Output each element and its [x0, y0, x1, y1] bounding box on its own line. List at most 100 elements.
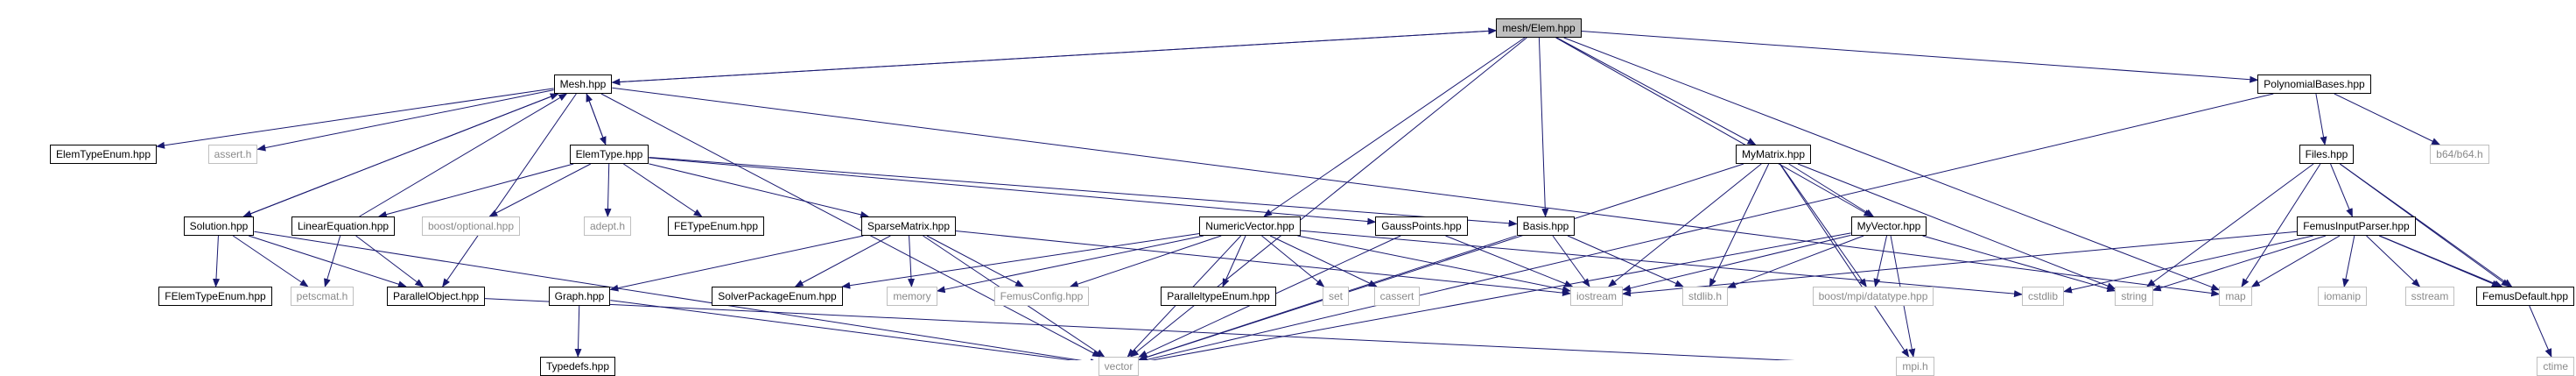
- edge-elem-to-vector: [1129, 37, 1527, 358]
- edge-femusinputparser-to-femusdefault: [2379, 235, 2503, 287]
- node-linearequation[interactable]: LinearEquation.hpp: [291, 216, 396, 236]
- edge-elemtype-to-linearequation: [377, 163, 574, 218]
- node-iomanip: iomanip: [2317, 287, 2368, 306]
- edge-solution-to-vector: [254, 231, 1099, 360]
- edge-mymatrix-to-string: [1797, 163, 2116, 289]
- node-petscmat: petscmat.h: [290, 287, 354, 306]
- edge-numericvector-to-memory: [936, 235, 1204, 294]
- edge-mymatrix-to-stdlibh: [1709, 163, 1770, 287]
- node-ctime: ctime: [2537, 357, 2574, 376]
- edge-graphhpp-to-typedefs: [574, 305, 582, 358]
- node-typedefs[interactable]: Typedefs.hpp: [539, 357, 616, 376]
- edge-graphhpp-to-vector: [610, 300, 1099, 360]
- node-mesh[interactable]: Mesh.hpp: [553, 74, 613, 94]
- edge-gausspoints-to-iostream: [1445, 235, 1574, 287]
- edge-sparsematrix-to-femusconfig: [926, 235, 1024, 287]
- node-adepth: adept.h: [583, 216, 632, 236]
- edge-numericvector-to-cassert: [1269, 235, 1378, 287]
- node-memory: memory: [887, 287, 937, 306]
- edge-numericvector-to-paralleltypeenum: [1222, 235, 1246, 287]
- edge-mesh-to-vector: [600, 93, 1101, 358]
- node-elem[interactable]: mesh/Elem.hpp: [1496, 18, 1582, 38]
- node-felemtypeenum[interactable]: FElemTypeEnum.hpp: [158, 287, 272, 306]
- node-gausspoints[interactable]: GaussPoints.hpp: [1375, 216, 1468, 236]
- edge-mymatrix-to-myvector: [1788, 163, 1875, 217]
- node-b64: b64/b64.h: [2430, 145, 2489, 164]
- node-sparsematrix[interactable]: SparseMatrix.hpp: [860, 216, 957, 236]
- edge-sparsematrix-to-iostream: [955, 231, 1571, 297]
- edge-sparsematrix-to-graphhpp: [609, 235, 864, 292]
- node-mymatrix[interactable]: MyMatrix.hpp: [1735, 145, 1812, 164]
- edge-mymatrix-to-vector: [1138, 163, 1744, 360]
- edge-femusinputparser-to-string: [2151, 235, 2327, 292]
- edge-elem-to-map: [1563, 37, 2221, 291]
- node-graphhpp[interactable]: Graph.hpp: [548, 287, 611, 306]
- edge-mesh-to-elem: [612, 27, 1498, 83]
- edge-polybases-to-vector: [1138, 93, 2274, 360]
- edge-elemtype-to-boostoptional: [488, 163, 592, 217]
- node-cstdlib: cstdlib: [2021, 287, 2064, 306]
- node-iostream: iostream: [1569, 287, 1623, 306]
- node-solution[interactable]: Solution.hpp: [183, 216, 255, 236]
- node-numericvector[interactable]: NumericVector.hpp: [1199, 216, 1301, 236]
- node-femusconfig: FemusConfig.hpp: [993, 287, 1090, 306]
- edge-parallelobject-to-mpih: [485, 298, 1795, 360]
- edge-fileshpp-to-femusdefault: [2340, 163, 2513, 287]
- node-stdlibh: stdlib.h: [1681, 287, 1729, 306]
- node-polybases[interactable]: PolynomialBases.hpp: [2257, 74, 2371, 94]
- edge-mesh-to-map: [612, 87, 2221, 297]
- edge-basis-to-stdlibh: [1567, 235, 1684, 287]
- edge-elem-to-myvector: [1555, 37, 1873, 217]
- edge-elemtype-to-adepth: [604, 163, 612, 217]
- edge-mymatrix-to-boostmpi: [1779, 163, 1867, 287]
- node-elemtypeenum[interactable]: ElemTypeEnum.hpp: [49, 145, 158, 164]
- node-paralleltypeenum[interactable]: ParalleltypeEnum.hpp: [1161, 287, 1276, 306]
- node-vector: vector: [1098, 357, 1140, 376]
- node-parallelobject[interactable]: ParallelObject.hpp: [386, 287, 486, 306]
- edge-elem-to-numericvector: [1263, 37, 1526, 217]
- edge-solution-to-parallelobject: [248, 235, 407, 288]
- edge-femusinputparser-to-iostream: [1622, 231, 2298, 297]
- node-fileshpp[interactable]: Files.hpp: [2299, 145, 2355, 164]
- dependency-graph: [156, 27, 2552, 360]
- node-boostmpi: boost/mpi/datatype.hpp: [1812, 287, 1934, 306]
- node-femusdefault[interactable]: FemusDefault.hpp: [2475, 287, 2574, 306]
- edge-myvector-to-stdlibh: [1727, 235, 1864, 288]
- node-myvector[interactable]: MyVector.hpp: [1850, 216, 1927, 236]
- edge-polybases-to-fileshpp: [2315, 93, 2327, 145]
- edge-solution-to-mesh: [243, 93, 559, 217]
- node-basis[interactable]: Basis.hpp: [1516, 216, 1576, 236]
- edge-femusinputparser-to-map: [2250, 235, 2341, 287]
- edge-numericvector-to-cstdlib: [1300, 230, 2023, 298]
- edge-layer: [156, 27, 2552, 360]
- edge-fileshpp-to-femusinputparser: [2330, 163, 2353, 217]
- node-string: string: [2115, 287, 2153, 306]
- edge-mymatrix-to-mpih: [1779, 163, 1910, 358]
- node-femusinputparser[interactable]: FemusInputParser.hpp: [2297, 216, 2416, 236]
- edge-elemtype-to-gausspoints: [649, 157, 1377, 225]
- edge-elem-to-mymatrix: [1556, 37, 1757, 145]
- edge-solution-to-petscmat: [232, 235, 309, 287]
- node-fetypeenum[interactable]: FETypeEnum.hpp: [667, 216, 765, 236]
- edge-mymatrix-to-iostream: [1607, 163, 1762, 287]
- node-solverpackageenum[interactable]: SolverPackageEnum.hpp: [712, 287, 843, 306]
- edge-femusinputparser-to-sstream: [2366, 235, 2421, 287]
- edge-numericvector-to-femusconfig: [1069, 235, 1222, 287]
- edge-elemtype-to-basis: [649, 156, 1518, 227]
- edge-sparsematrix-to-memory: [908, 235, 915, 287]
- node-cassert: cassert: [1373, 287, 1421, 306]
- node-elemtype[interactable]: ElemType.hpp: [569, 145, 649, 164]
- node-sstream: sstream: [2404, 287, 2455, 306]
- edge-fileshpp-to-map: [2241, 163, 2321, 287]
- edge-femusdefault-to-ctime: [2529, 305, 2552, 358]
- node-set: set: [1322, 287, 1349, 306]
- edge-myvector-to-vector: [1138, 232, 1851, 360]
- edge-numericvector-to-set: [1261, 235, 1325, 287]
- edge-mesh-to-parallelobject: [442, 93, 577, 287]
- edge-elemtype-to-sparsematrix: [649, 163, 870, 218]
- node-map: map: [2219, 287, 2252, 306]
- edge-femusinputparser-to-iomanip: [2342, 235, 2355, 287]
- node-mpih: mpi.h: [1896, 357, 1934, 376]
- node-asserth: assert.h: [207, 145, 258, 164]
- node-boostoptional: boost/optional.hpp: [421, 216, 521, 236]
